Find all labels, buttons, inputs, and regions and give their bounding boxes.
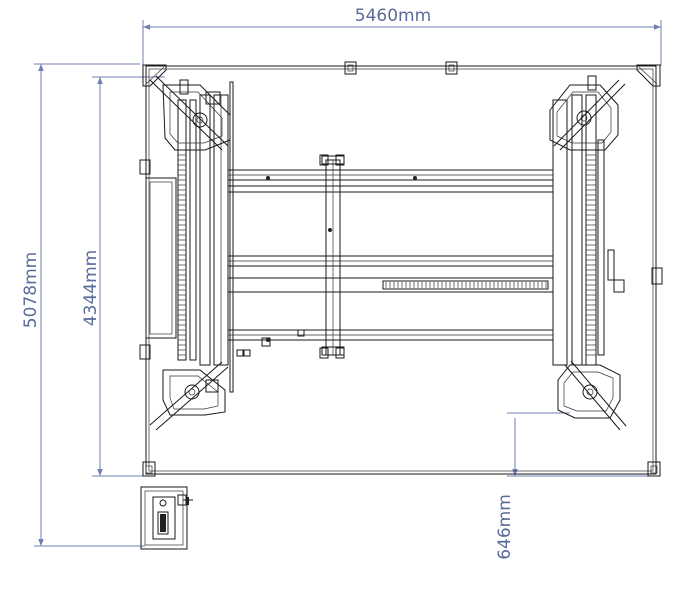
dimension-width: 5460mm (142, 6, 662, 66)
cross-beams (227, 154, 554, 359)
control-console (140, 486, 193, 550)
dimension-post-spacing-label: 4344mm (81, 250, 101, 326)
center-rack (385, 282, 547, 288)
top-clamps (344, 61, 458, 75)
arm-assembly-top-right (549, 75, 626, 151)
dimension-width-label: 5460mm (355, 6, 431, 26)
arm-assembly-bottom-right (557, 360, 627, 431)
arm-assembly-bottom-left (149, 361, 229, 431)
left-runway (145, 81, 234, 393)
dimension-length-label: 5078mm (21, 252, 41, 328)
arm-assembly-top-left (149, 75, 231, 151)
right-ladder (586, 149, 596, 356)
left-ladder (178, 149, 186, 356)
dimension-console-offset-label: 646mm (495, 494, 515, 560)
corner-plate-bottom-left (142, 461, 156, 477)
corner-plate-bottom-right (647, 461, 661, 477)
dimension-console-offset: 646mm (495, 412, 655, 560)
dimension-post-spacing: 4344mm (81, 76, 165, 477)
dimension-length: 5078mm (21, 63, 145, 547)
outer-frame (139, 61, 663, 477)
corner-plate-top-right (636, 64, 661, 87)
